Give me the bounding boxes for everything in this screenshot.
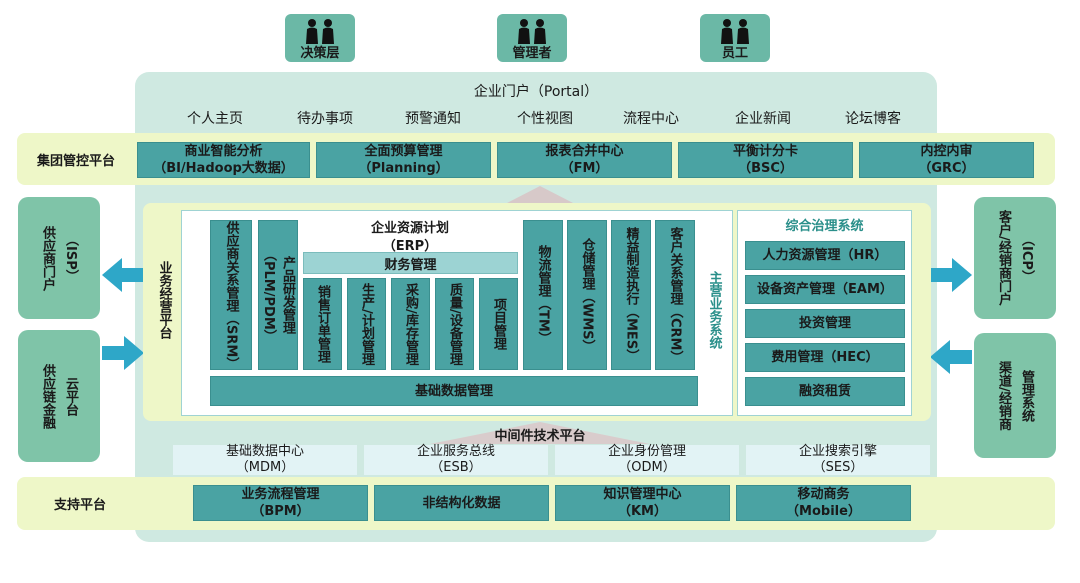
arrow-left-icon <box>102 258 144 292</box>
channel-system-box: 渠道/经销商 管理系统 <box>974 333 1056 458</box>
role-decision: 决策层 <box>285 14 355 62</box>
erp-sub: （ERP） <box>382 238 438 254</box>
hr-box: 人力资源管理（HR） <box>745 241 905 270</box>
arrow-left-icon <box>930 340 972 374</box>
bpm-box: 业务流程管理（BPM） <box>193 485 368 521</box>
portal-title: 企业门户（Portal） <box>473 84 599 100</box>
portal-item: 流程中心 <box>623 111 679 127</box>
arrow-right-icon <box>102 336 144 370</box>
esb-box: 企业服务总线（ESB） <box>364 444 548 475</box>
people-icon <box>497 18 567 44</box>
eam-box: 设备资产管理（EAM） <box>745 275 905 304</box>
srm-column: 供应商关系管理（SRM） <box>210 220 252 370</box>
finance-child: 项目管理 <box>479 278 518 370</box>
bi-box: 商业智能分析（BI/Hadoop大数据） <box>137 142 310 178</box>
investment-box: 投资管理 <box>745 309 905 338</box>
finance-child: 销售订单管理 <box>303 278 342 370</box>
people-icon <box>700 18 770 44</box>
middleware-title: 中间件技术平台 <box>494 428 586 444</box>
role-staff: 员工 <box>700 14 770 62</box>
mes-column: 精益制造执行（MES） <box>611 220 651 370</box>
support-label: 支持平台 <box>53 498 106 513</box>
portal-item: 个人主页 <box>187 111 243 127</box>
finance-child: 生产/计划管理 <box>347 278 386 370</box>
unstructured-data-box: 非结构化数据 <box>374 485 549 521</box>
up-arrow-icon <box>430 422 650 444</box>
governance-title: 综合治理系统 <box>785 218 864 234</box>
role-label: 员工 <box>721 46 748 61</box>
customer-portal-box: 客户/经销商门户 （ICP） <box>974 197 1056 319</box>
tm-column: 物流管理（TM） <box>523 220 563 370</box>
supply-finance-box: 供应链金融 云平台 <box>18 330 100 462</box>
fm-box: 报表合并中心（FM） <box>497 142 672 178</box>
portal-item: 个性视图 <box>517 111 573 127</box>
mdm-box: 基础数据中心（MDM） <box>173 444 357 475</box>
portal-item: 企业新闻 <box>735 111 791 127</box>
erp-title: 企业资源计划 <box>370 220 449 236</box>
people-icon <box>285 18 355 44</box>
base-data-box: 基础数据管理 <box>210 376 698 406</box>
km-box: 知识管理中心（KM） <box>555 485 730 521</box>
planning-box: 全面预算管理（Planning） <box>316 142 491 178</box>
portal-item: 预警通知 <box>405 111 461 127</box>
plm-column: 产品研发管理（PLM/PDM） <box>258 220 298 370</box>
bsc-box: 平衡计分卡（BSC） <box>678 142 853 178</box>
ses-box: 企业搜索引擎（SES） <box>746 444 930 475</box>
portal-item: 待办事项 <box>297 111 353 127</box>
finance-child: 质量/设备管理 <box>435 278 474 370</box>
arrow-right-icon <box>930 258 972 292</box>
group-control-label: 集团管控平台 <box>36 153 115 169</box>
mobile-box: 移动商务（Mobile） <box>736 485 911 521</box>
supplier-portal-box: 供应商门户 （ISP） <box>18 197 100 319</box>
finance-box: 财务管理 <box>303 252 518 274</box>
hec-box: 费用管理（HEC） <box>745 343 905 372</box>
role-manager: 管理者 <box>497 14 567 62</box>
leasing-box: 融资租赁 <box>745 377 905 406</box>
wms-column: 仓储管理（WMS） <box>567 220 607 370</box>
role-label: 管理者 <box>512 46 552 61</box>
grc-box: 内控内审（GRC） <box>859 142 1034 178</box>
finance-child: 采购/库存管理 <box>391 278 430 370</box>
main-business-label: 主营业务系统 <box>706 271 722 349</box>
odm-box: 企业身份管理（ODM） <box>555 444 739 475</box>
biz-platform-label: 业务经营平台 <box>156 261 172 339</box>
role-label: 决策层 <box>300 46 340 61</box>
portal-item: 论坛博客 <box>845 111 901 127</box>
crm-column: 客户关系管理（CRM） <box>655 220 695 370</box>
up-arrow-icon <box>505 186 575 204</box>
